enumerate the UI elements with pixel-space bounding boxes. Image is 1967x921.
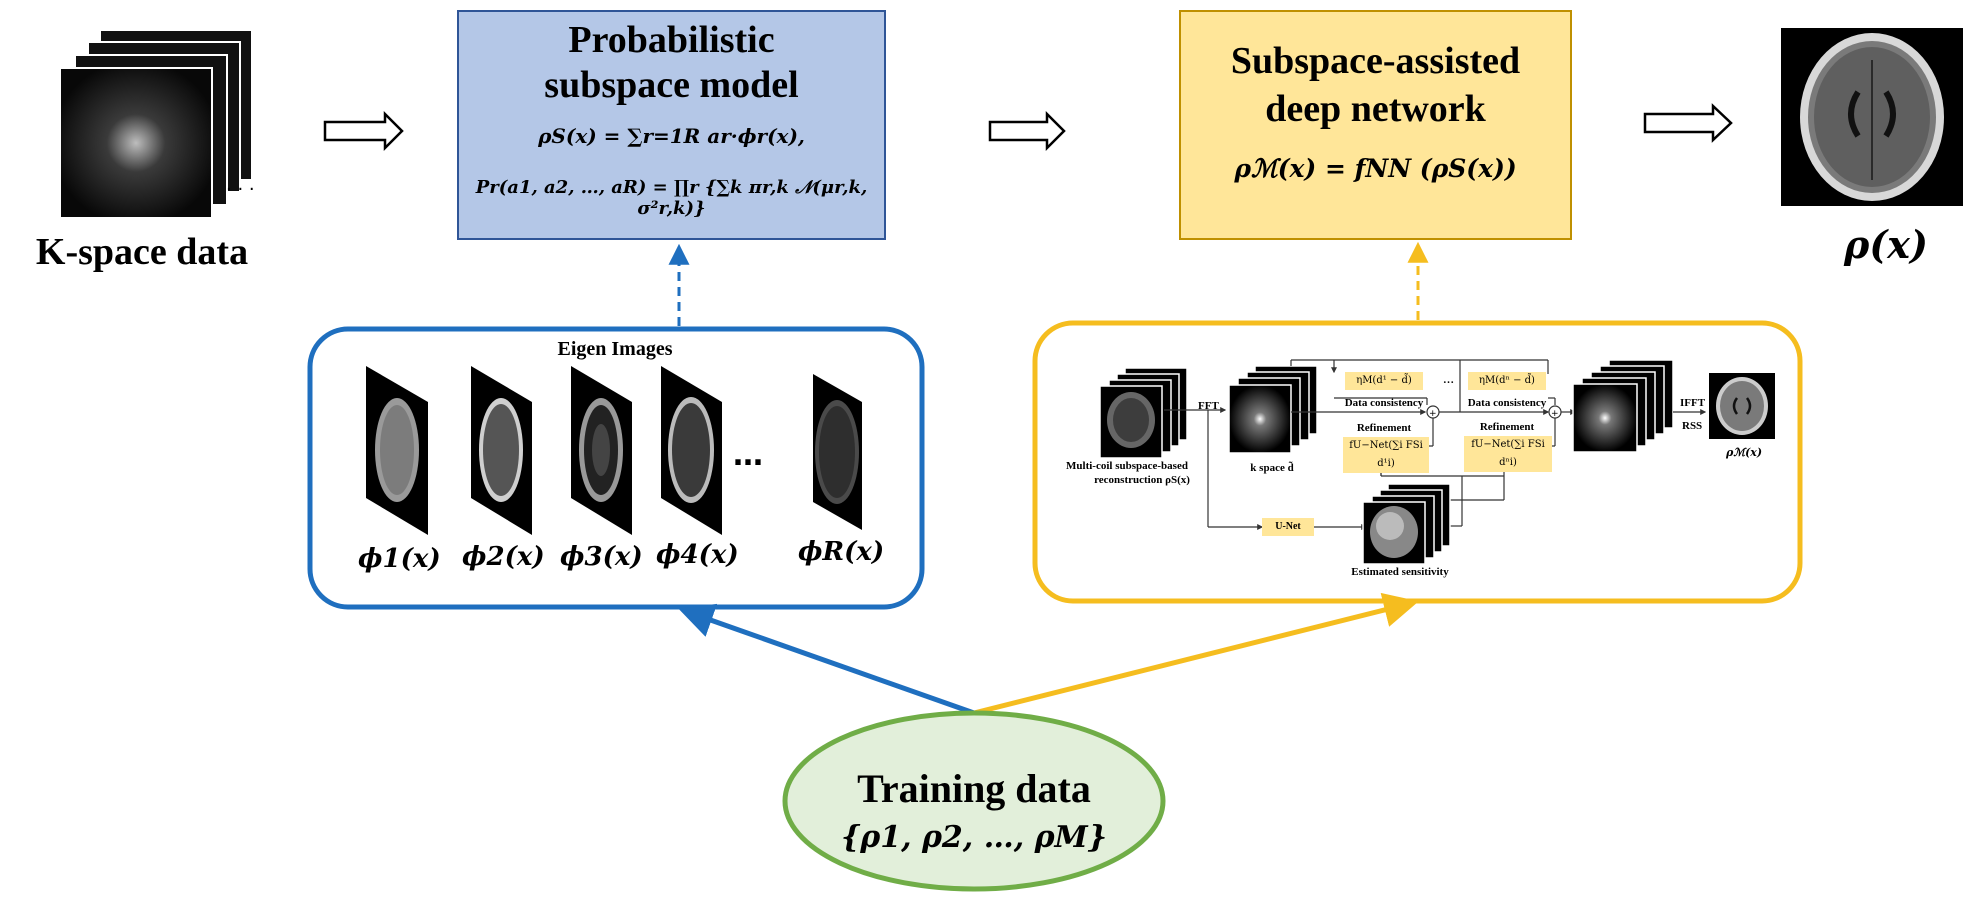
eigen-image-2 [471,366,532,535]
phi-3-label: ϕ3(x) [560,542,643,572]
multicoil-image-stack [1099,367,1188,459]
ref-eq-1: fU−Net(∑i FSi d¹i) [1343,437,1429,473]
arrow-kspace-to-model [323,110,404,152]
prob-model-title-line1: Probabilistic [568,19,775,61]
network-output-label: ρℳ(x) [1726,446,1763,459]
phi-2-label: ϕ2(x) [462,542,545,572]
ref-label-1: Refinement [1356,422,1412,434]
eigen-image-3 [571,366,632,535]
svg-text:+: + [1551,409,1559,419]
output-kspace-stack [1572,359,1674,453]
arrow-network-to-output [1643,103,1733,143]
dc-label-1: Data consistency [1344,397,1424,409]
ref-eq-2: fU−Net(∑i FSi dⁿi) [1464,436,1552,472]
rss-label: RSS [1682,420,1703,432]
training-to-eigen-arrow [678,603,975,716]
eigen-image-1 [366,366,428,535]
phi-4-label: ϕ4(x) [656,540,739,570]
prob-model-equation-1: ρS(x) = ∑r=1R ar·ϕr(x), [538,124,805,148]
dc-top-1: ηM(d¹ − d̃) [1345,372,1423,390]
prob-model-equation-2: Pr(a1, a2, …, aR) = ∏r {∑k πr,k 𝒩(μr,k, … [475,177,868,219]
dc-label-2: Data consistency [1467,397,1547,409]
eigen-image-r [813,374,862,530]
phi-r-label: ϕR(x) [798,537,885,567]
output-brain-image [1781,28,1963,206]
svg-text:+: + [1429,409,1437,419]
deep-net-title-line1: Subspace-assisted [1230,40,1521,82]
eigen-ellipsis: … [733,438,763,473]
deep-net-equation: ρℳ(x) = fNN (ρS(x)) [1234,154,1517,183]
dc-top-2: ηM(dⁿ − d̃) [1468,372,1546,390]
network-output-brain [1709,373,1775,439]
training-data-title: Training data [857,766,1091,811]
kspace-data-label: K-space data [35,231,249,273]
prob-model-title-line2: subspace model [544,64,799,106]
eigen-images-title: Eigen Images [557,338,673,360]
probabilistic-subspace-model-box: Probabilistic subspace model ρS(x) = ∑r=… [457,10,886,240]
deep-net-title-line2: deep network [1265,88,1486,130]
ifft-label: IFFT [1680,397,1706,409]
training-data-ellipse [782,710,1166,892]
training-data-set: {ρ1, ρ2, …, ρM} [840,820,1108,855]
arrow-model-to-network [988,110,1066,152]
output-rho-label: ρ(x) [1844,222,1928,267]
phi-1-label: ϕ1(x) [358,544,441,574]
kspace-small-stack [1228,365,1318,454]
eigen-image-4 [661,366,722,535]
kspace-stack: · · · [59,29,255,219]
network-dots-top: … [1443,374,1454,386]
multicoil-label-line1: Multi-coil subspace-based [1066,460,1188,472]
unet-block: U-Net [1262,518,1314,536]
ref-label-2: Refinement [1479,421,1535,433]
estimated-sensitivity-label: Estimated sensitivity [1351,566,1449,578]
training-to-network-arrow [973,592,1419,716]
fft-label: FFT [1198,400,1219,412]
estimated-sensitivity-stack [1362,483,1451,565]
multicoil-label-line2: reconstruction ρS(x) [1094,474,1190,486]
kspace-d-label: k space d̃ [1250,462,1294,474]
subspace-deep-network-box: Subspace-assisted deep network ρℳ(x) = f… [1179,10,1572,240]
svg-text:· · ·: · · · [226,179,255,200]
